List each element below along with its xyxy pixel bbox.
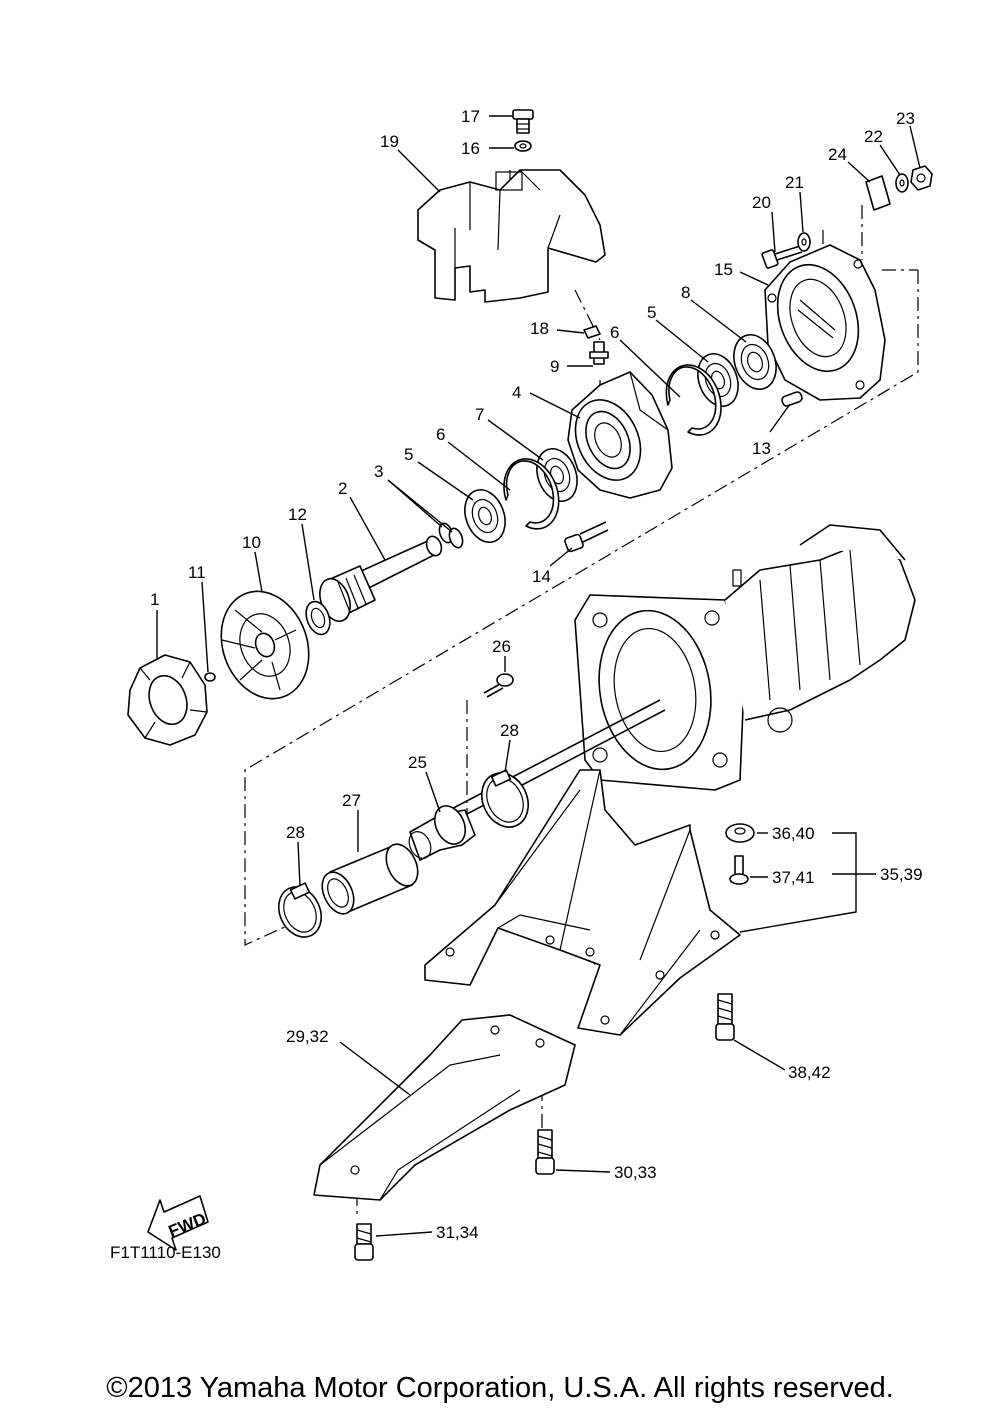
label-6-lower: 6	[436, 425, 445, 444]
part-6-circlip-upper	[665, 364, 722, 436]
label-12: 12	[288, 505, 307, 524]
label-26: 26	[492, 637, 511, 656]
part-19-cover	[417, 169, 606, 303]
part-26-screw	[483, 673, 514, 698]
label-30-33: 30,33	[614, 1163, 657, 1182]
label-15: 15	[714, 260, 733, 279]
leader-lines	[156, 115, 921, 1237]
part-27-hose	[321, 843, 419, 915]
part-29-32-duct	[313, 1014, 576, 1201]
callout-labels: 17 16 19 23 22 24 21 20 15 8 5 6 18 9 4 …	[110, 107, 923, 1262]
label-35-39: 35,39	[880, 865, 923, 884]
figure-code: F1T1110-E130	[110, 1243, 221, 1262]
part-10-impeller	[220, 590, 310, 700]
part-30-33-bolt	[535, 1129, 555, 1175]
label-37-41: 37,41	[772, 868, 815, 887]
label-23: 23	[896, 109, 915, 128]
jet-pump-assembly	[439, 524, 916, 826]
part-2-shaft	[319, 535, 443, 623]
part-5-bearing-lower	[464, 489, 506, 543]
label-27: 27	[342, 791, 361, 810]
part-9-fitting	[589, 341, 609, 365]
label-24: 24	[828, 145, 847, 164]
label-19: 19	[380, 132, 399, 151]
label-6-upper: 6	[610, 323, 619, 342]
part-20-bolt	[761, 245, 803, 269]
part-23-nut	[910, 165, 933, 191]
label-31-34: 31,34	[436, 1223, 479, 1242]
part-31-34-bolt	[354, 1223, 374, 1261]
label-18: 18	[530, 319, 549, 338]
part-7-bearing	[536, 448, 578, 502]
part-24-bracket	[865, 175, 891, 211]
label-2: 2	[338, 479, 347, 498]
part-22-washer	[895, 173, 909, 193]
label-21: 21	[785, 173, 804, 192]
part-18-clip	[583, 325, 601, 339]
label-13: 13	[752, 439, 771, 458]
label-25: 25	[408, 753, 427, 772]
label-22: 22	[864, 127, 883, 146]
part-37-41-screw	[729, 855, 749, 885]
label-20: 20	[752, 193, 771, 212]
label-17: 17	[461, 107, 480, 126]
label-8: 8	[681, 283, 690, 302]
label-16: 16	[461, 139, 480, 158]
label-11: 11	[188, 563, 206, 582]
label-5-upper: 5	[647, 303, 656, 322]
label-29-32: 29,32	[286, 1027, 329, 1046]
fwd-arrow-icon: FWD	[147, 1195, 209, 1251]
part-8-bearing	[733, 334, 777, 390]
part-13-pin	[781, 391, 803, 407]
part-12-ring	[305, 600, 331, 636]
label-10: 10	[242, 533, 261, 552]
part-28-clamp-upper	[481, 769, 529, 828]
label-28-upper: 28	[500, 721, 519, 740]
label-38-42: 38,42	[788, 1063, 831, 1082]
part-17-bolt	[512, 109, 534, 134]
label-4: 4	[512, 383, 521, 402]
label-28-lower: 28	[286, 823, 305, 842]
part-11-pin	[204, 672, 216, 682]
part-4-housing	[567, 371, 673, 499]
label-9: 9	[550, 357, 559, 376]
label-36-40: 36,40	[772, 824, 815, 843]
label-7: 7	[475, 405, 484, 424]
part-1-cap	[127, 654, 208, 746]
part-16-washer	[514, 140, 532, 152]
part-14-bolt	[564, 521, 609, 553]
part-6-circlip-lower	[503, 458, 560, 530]
part-28-clamp-lower	[278, 882, 322, 938]
part-15-plate	[764, 244, 886, 401]
part-35-39-plate	[424, 769, 741, 1036]
part-25-coupler	[408, 805, 476, 861]
label-1: 1	[150, 590, 159, 609]
part-36-40-grommet	[725, 823, 755, 843]
label-5-lower: 5	[404, 445, 413, 464]
label-14: 14	[532, 567, 551, 586]
label-3: 3	[374, 462, 383, 481]
part-21-washer	[797, 232, 811, 252]
copyright-notice: ©2013 Yamaha Motor Corporation, U.S.A. A…	[106, 1372, 894, 1404]
part-38-42-bolt	[715, 993, 735, 1041]
